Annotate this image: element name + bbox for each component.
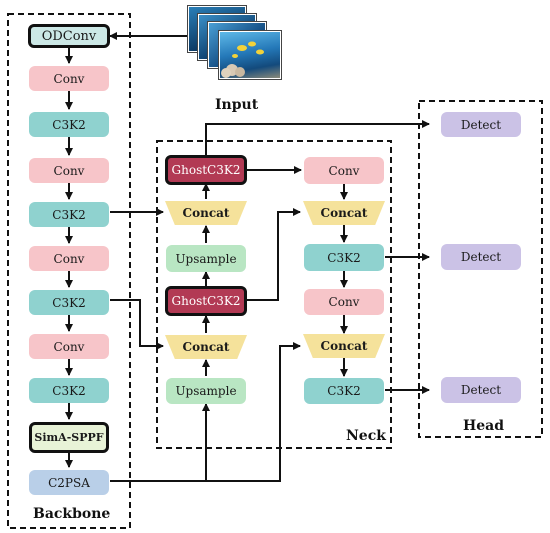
- concat-block: Concat: [303, 201, 385, 225]
- c3k2-block: C3K2: [29, 112, 109, 137]
- conv-block: Conv: [304, 157, 384, 184]
- conv-block: Conv: [304, 289, 384, 315]
- sima-sppf-block: SimA-SPPF: [29, 422, 109, 453]
- conv-block: Conv: [29, 66, 109, 91]
- conv-block: Conv: [29, 334, 109, 359]
- c3k2-block: C3K2: [304, 378, 384, 404]
- conv-block: Conv: [29, 246, 109, 271]
- neck-label: Neck: [346, 428, 386, 444]
- detect-block: Detect: [441, 112, 521, 137]
- concat-block: Concat: [303, 334, 385, 358]
- backbone-region: [7, 13, 131, 529]
- detect-block: Detect: [441, 244, 521, 270]
- input-label: Input: [215, 97, 259, 113]
- c3k2-block: C3K2: [29, 378, 109, 403]
- ghostc3k2-block: GhostC3K2: [165, 155, 247, 185]
- upsample-block: Upsample: [166, 378, 246, 404]
- ghostc3k2-block: GhostC3K2: [165, 286, 247, 316]
- detect-block: Detect: [441, 377, 521, 403]
- backbone-label: Backbone: [33, 506, 111, 522]
- head-region: [418, 100, 543, 438]
- upsample-block: Upsample: [166, 245, 246, 272]
- fish-image-icon: [221, 41, 264, 78]
- odconv-block: ODConv: [28, 24, 110, 48]
- c3k2-block: C3K2: [304, 244, 384, 271]
- c3k2-block: C3K2: [29, 202, 109, 227]
- c2psa-block: C2PSA: [29, 470, 109, 495]
- head-label: Head: [463, 418, 504, 434]
- conv-block: Conv: [29, 158, 109, 183]
- concat-block: Concat: [165, 201, 247, 225]
- c3k2-block: C3K2: [29, 290, 109, 315]
- concat-block: Concat: [165, 335, 247, 359]
